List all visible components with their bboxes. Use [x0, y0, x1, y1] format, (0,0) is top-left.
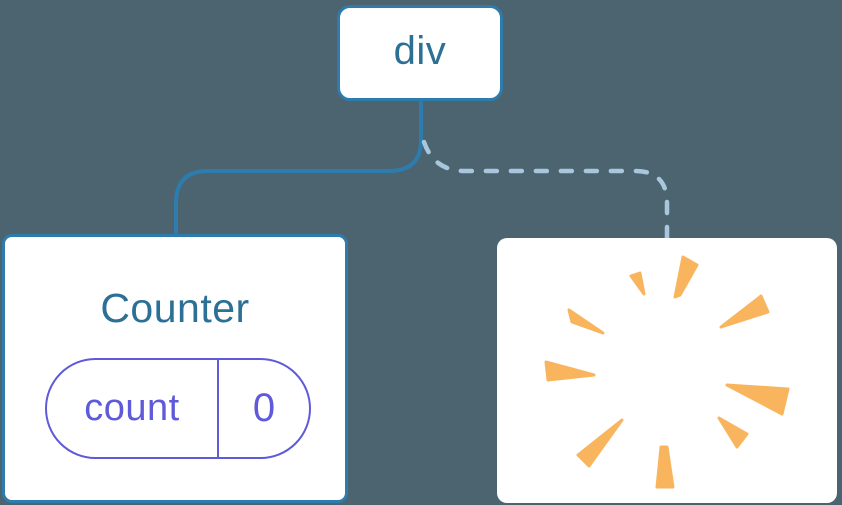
spark-ray	[725, 383, 790, 416]
root-node-div: div	[337, 5, 503, 101]
spark-ray	[717, 416, 749, 449]
spark-ray	[655, 445, 675, 489]
root-node-label: div	[393, 28, 447, 73]
state-pill-divider	[217, 360, 219, 457]
spark-ray	[673, 255, 699, 299]
spark-ray	[576, 418, 624, 468]
state-key-label: count	[84, 387, 180, 429]
poof-sparks-icon	[544, 255, 790, 489]
removed-component-card	[497, 238, 837, 503]
counter-component-card: Counter count 0	[2, 234, 348, 503]
spark-ray	[629, 271, 646, 296]
spark-ray	[719, 294, 770, 329]
state-value-label: 0	[252, 386, 276, 430]
edge-div-to-counter	[174, 99, 423, 236]
counter-title: Counter	[100, 285, 250, 331]
spark-ray	[567, 308, 605, 335]
spark-ray	[544, 360, 596, 382]
state-pill: count 0	[45, 358, 311, 459]
edge-div-to-removed	[421, 139, 670, 241]
